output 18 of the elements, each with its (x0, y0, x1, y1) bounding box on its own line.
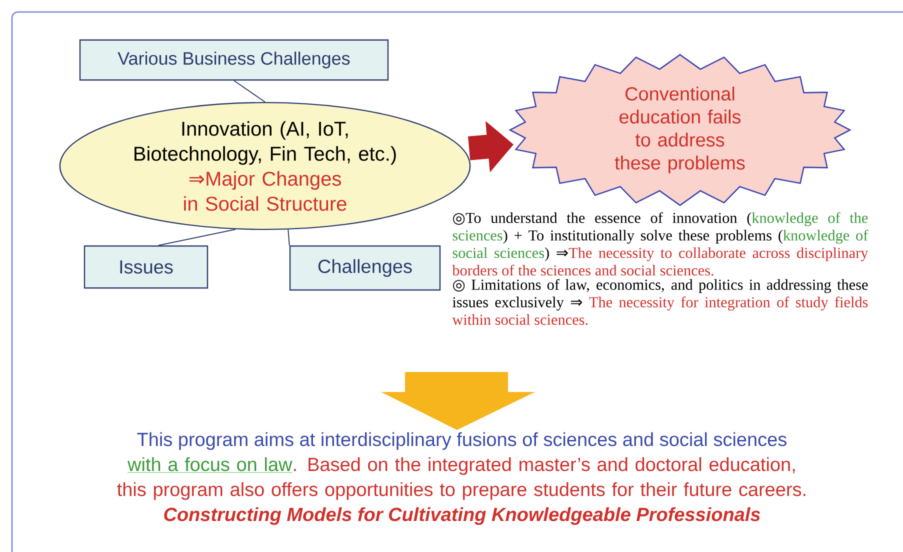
label: borders of the sciences and social sciences. (452, 264, 714, 276)
label: knowledge of the (752, 212, 868, 226)
label-box: Challenges (289, 245, 441, 291)
connector-line (158, 228, 236, 246)
program-text: with a focus on law. Based on the integrated master’s and doctoral education, this program also offers opportunities to prepare students for their future careers. (117, 457, 806, 500)
note-paragraph: ◎ Limitations of law, economics, and politics in addressing these issues exclusively ⇒ The necessity for integration of study fields within social sciences. (452, 279, 868, 325)
label: sciences (452, 230, 502, 241)
label-box: Various Business Challenges (79, 39, 389, 81)
connector-line (234, 80, 266, 102)
label-box: Issues (84, 245, 208, 289)
connector-line (288, 229, 290, 246)
label: knowledge of (783, 230, 868, 244)
label: ) ⇒ (545, 247, 568, 262)
label: ) + To institutionally solve these problems ( (503, 230, 782, 244)
label: social sciences (452, 247, 544, 258)
program-text: This program aims at interdisciplinary fusions of sciences and social sciences (137, 432, 786, 450)
slogan-text: Constructing Models for Cultivating Knowledgeable Professionals (164, 507, 760, 525)
label: The necessity to collaborate across disciplinary (568, 247, 868, 262)
